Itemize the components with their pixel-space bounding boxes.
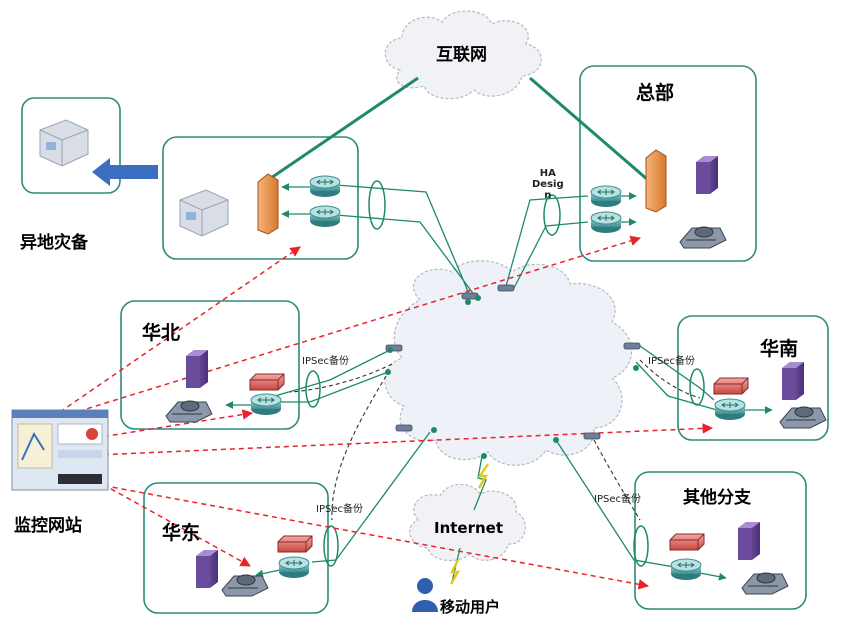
east-box — [143, 482, 329, 614]
mobile-link — [473, 455, 487, 511]
server-icon — [782, 362, 804, 400]
router-icon — [590, 211, 622, 234]
firewall-icon — [257, 173, 279, 235]
ipsec-label-other: IPSec备份 — [594, 494, 641, 505]
wan-cloud — [384, 260, 633, 466]
ipsec-label-south: IPSec备份 — [648, 356, 695, 367]
ha-design-line-2: Desig — [532, 179, 564, 190]
backup-arrow-icon — [92, 158, 158, 186]
router-icon — [278, 556, 310, 579]
hq-label: 总部 — [636, 82, 675, 104]
wan-switch-icon — [623, 342, 641, 350]
ipsec-backup-paths — [289, 359, 701, 521]
router-icon — [250, 393, 282, 416]
router-icon — [670, 558, 702, 581]
other-branch-label: 其他分支 — [683, 488, 751, 508]
ipsec-label-north: IPSec备份 — [302, 356, 349, 367]
monitor-links — [59, 235, 714, 590]
wan-port-dots — [385, 295, 639, 459]
mobile-lightning — [477, 463, 489, 489]
internet-cloud-label: 互联网 — [436, 45, 487, 65]
internet-links — [267, 76, 649, 182]
mobile-internet-cloud — [409, 483, 526, 562]
firewall-icon — [645, 149, 667, 213]
wan-switch-icon — [395, 424, 413, 432]
vpn-gateway-icon — [669, 533, 705, 551]
wan-switch-icon — [497, 284, 515, 292]
server-icon — [186, 350, 208, 388]
vpn-gateway-icon — [249, 373, 285, 391]
mobile-internet-label: Internet — [434, 519, 504, 537]
router-icon — [309, 175, 341, 198]
hq-box — [579, 65, 757, 262]
ha-design-line-3: n — [544, 190, 552, 201]
tunnel-ellipses — [305, 180, 705, 567]
south-label: 华南 — [760, 338, 799, 360]
server-icon — [696, 156, 718, 194]
mobile-user-label: 移动用户 — [440, 598, 501, 616]
ha-design-label: HA Desig n — [532, 168, 564, 201]
ipsec-label-east: IPSec备份 — [316, 504, 363, 515]
router-icon — [590, 185, 622, 208]
vpn-gateway-icon — [713, 377, 749, 395]
east-label: 华东 — [162, 522, 201, 544]
server-icon — [196, 550, 218, 588]
disaster-recovery-label: 异地灾备 — [20, 233, 88, 253]
monitor-screen-icon — [11, 409, 109, 491]
north-label: 华北 — [142, 322, 181, 344]
ha-design-line-1: HA — [539, 168, 556, 179]
internet-cloud — [384, 10, 542, 100]
wan-switch-icon — [583, 432, 601, 440]
server-icon — [738, 522, 760, 560]
mobile-user-icon — [412, 578, 438, 612]
vpn-gateway-icon — [277, 535, 313, 553]
monitor-label: 监控网站 — [14, 516, 82, 536]
router-icon — [309, 205, 341, 228]
router-icon — [714, 398, 746, 421]
